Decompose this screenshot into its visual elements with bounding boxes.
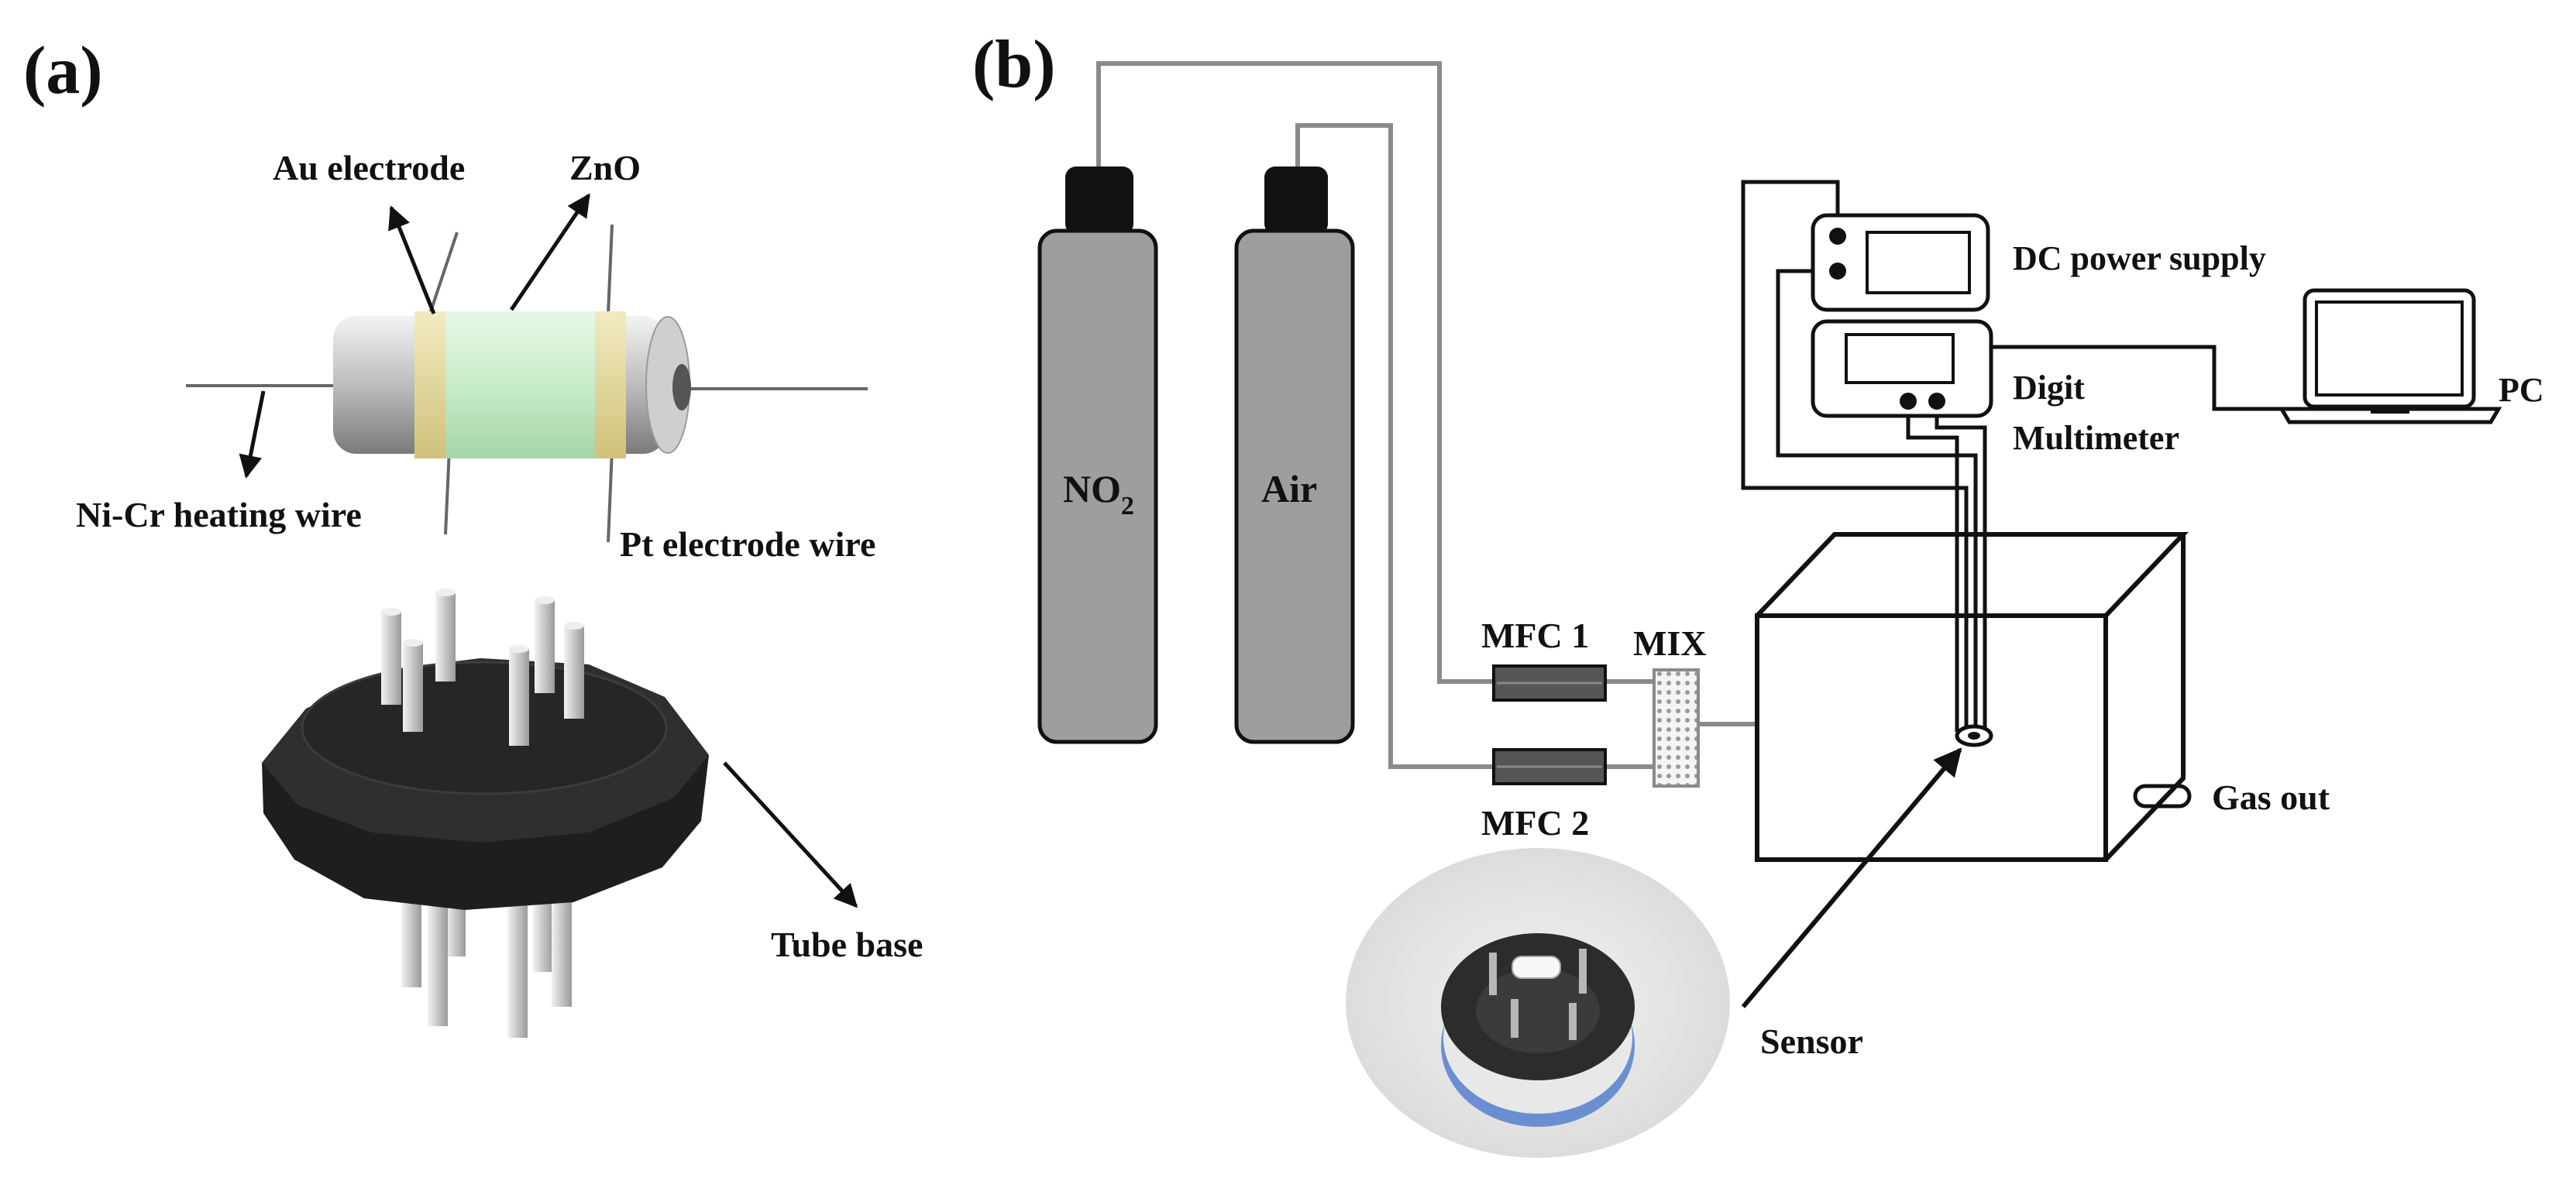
photo-pin (1569, 1003, 1577, 1040)
pin-cap (509, 645, 529, 653)
label-tube-base: Tube base (771, 925, 923, 964)
pin-cap (381, 608, 401, 616)
air-body (1234, 228, 1355, 744)
zno-layer (443, 311, 595, 458)
wire-power-2 (1776, 269, 1978, 732)
au-electrode-right (595, 311, 626, 458)
gas-pipes (1096, 61, 1757, 769)
arrow-au-electrode (388, 205, 436, 314)
mfc2 (1492, 748, 1607, 785)
sensor-spot-inner (1968, 732, 1980, 740)
pc-laptop (2278, 288, 2502, 424)
panel-b-tag: (b) (972, 27, 1056, 102)
no2-body (1037, 228, 1158, 744)
wire-meter-1 (1906, 403, 1959, 732)
test-chamber (1755, 532, 2189, 862)
base-step (301, 661, 668, 795)
no2-pipe (1096, 61, 1494, 684)
tube-base (262, 589, 709, 1038)
dc-power-screen (1866, 231, 1971, 294)
label-mix: MIX (1633, 623, 1707, 663)
pt-wire-right-top (607, 224, 614, 314)
chamber-side (2103, 534, 2186, 862)
air-cylinder: Air (1234, 167, 1355, 744)
top-pin (509, 649, 529, 746)
top-pin (381, 612, 401, 705)
label-mfc1: MFC 1 (1481, 616, 1589, 655)
photo-pin (1511, 999, 1518, 1038)
wire-meter-pc (1991, 345, 2287, 411)
label-au-electrode: Au electrode (273, 148, 465, 187)
label-pt-wire: Pt electrode wire (620, 524, 875, 564)
label-multimeter-2: Multimeter (2013, 419, 2179, 457)
arrow-sensor (1741, 747, 1962, 1008)
label-zno: ZnO (569, 148, 641, 187)
top-pin (535, 600, 555, 693)
pt-wire-right-bottom (607, 448, 614, 543)
dc-power-supply (1811, 213, 1990, 312)
chamber-top (1755, 532, 2189, 618)
air-pipe (1295, 123, 1494, 769)
chamber-front (1755, 613, 2108, 862)
arrow-zno (509, 193, 591, 311)
dc-terminal (1829, 263, 1846, 280)
pc-keyboard (2278, 407, 2502, 424)
no2-valve (1065, 167, 1133, 235)
mix-chamber (1653, 668, 1700, 788)
pc-notch (2371, 409, 2409, 414)
top-pin (403, 643, 423, 732)
photo-sensor-tube (1512, 956, 1561, 979)
au-electrode-left (414, 311, 445, 458)
photo-pin (1579, 949, 1587, 994)
label-heating-wire: Ni-Cr heating wire (76, 495, 362, 534)
pin-cap (403, 639, 423, 647)
label-gas-out: Gas out (2212, 778, 2330, 817)
air-label: Air (1261, 467, 1317, 510)
wire-meter-2 (1935, 403, 1987, 732)
air-valve (1264, 167, 1328, 235)
label-multimeter-1: Digit (2013, 369, 2085, 407)
gas-out-port (2133, 784, 2192, 809)
no2-label: NO2 (1063, 467, 1134, 520)
pt-wire-left-bottom (444, 448, 451, 535)
top-pin (564, 626, 584, 719)
pin-cap (564, 622, 584, 630)
pc-screen-inner (2315, 300, 2464, 397)
mfc1 (1492, 664, 1607, 702)
sensor-photo (1346, 848, 1730, 1158)
wiring (1741, 180, 2287, 732)
pin-cap (535, 596, 555, 604)
arrow-tube-base (723, 761, 858, 908)
label-pc: PC (2499, 371, 2544, 409)
multimeter-terminal (1928, 393, 1945, 410)
no2-cylinder: NO2 (1037, 167, 1158, 744)
digit-multimeter (1811, 319, 1993, 418)
sensor-tube (186, 224, 868, 543)
tube-bore (672, 364, 691, 410)
arrow-heating-wire (239, 390, 266, 479)
label-dc-power: DC power supply (2013, 239, 2266, 277)
multimeter-screen (1845, 333, 1955, 384)
label-mfc2: MFC 2 (1481, 803, 1589, 843)
pt-wire-left-top (428, 232, 459, 314)
wire-power-1 (1741, 180, 1969, 732)
top-pin (435, 592, 456, 682)
multimeter-terminal (1900, 393, 1917, 410)
pin-cap (435, 589, 456, 596)
label-sensor: Sensor (1760, 1021, 1863, 1061)
dc-terminal (1829, 228, 1846, 245)
panel-a-tag: (a) (23, 33, 103, 108)
photo-pin (1489, 953, 1497, 995)
